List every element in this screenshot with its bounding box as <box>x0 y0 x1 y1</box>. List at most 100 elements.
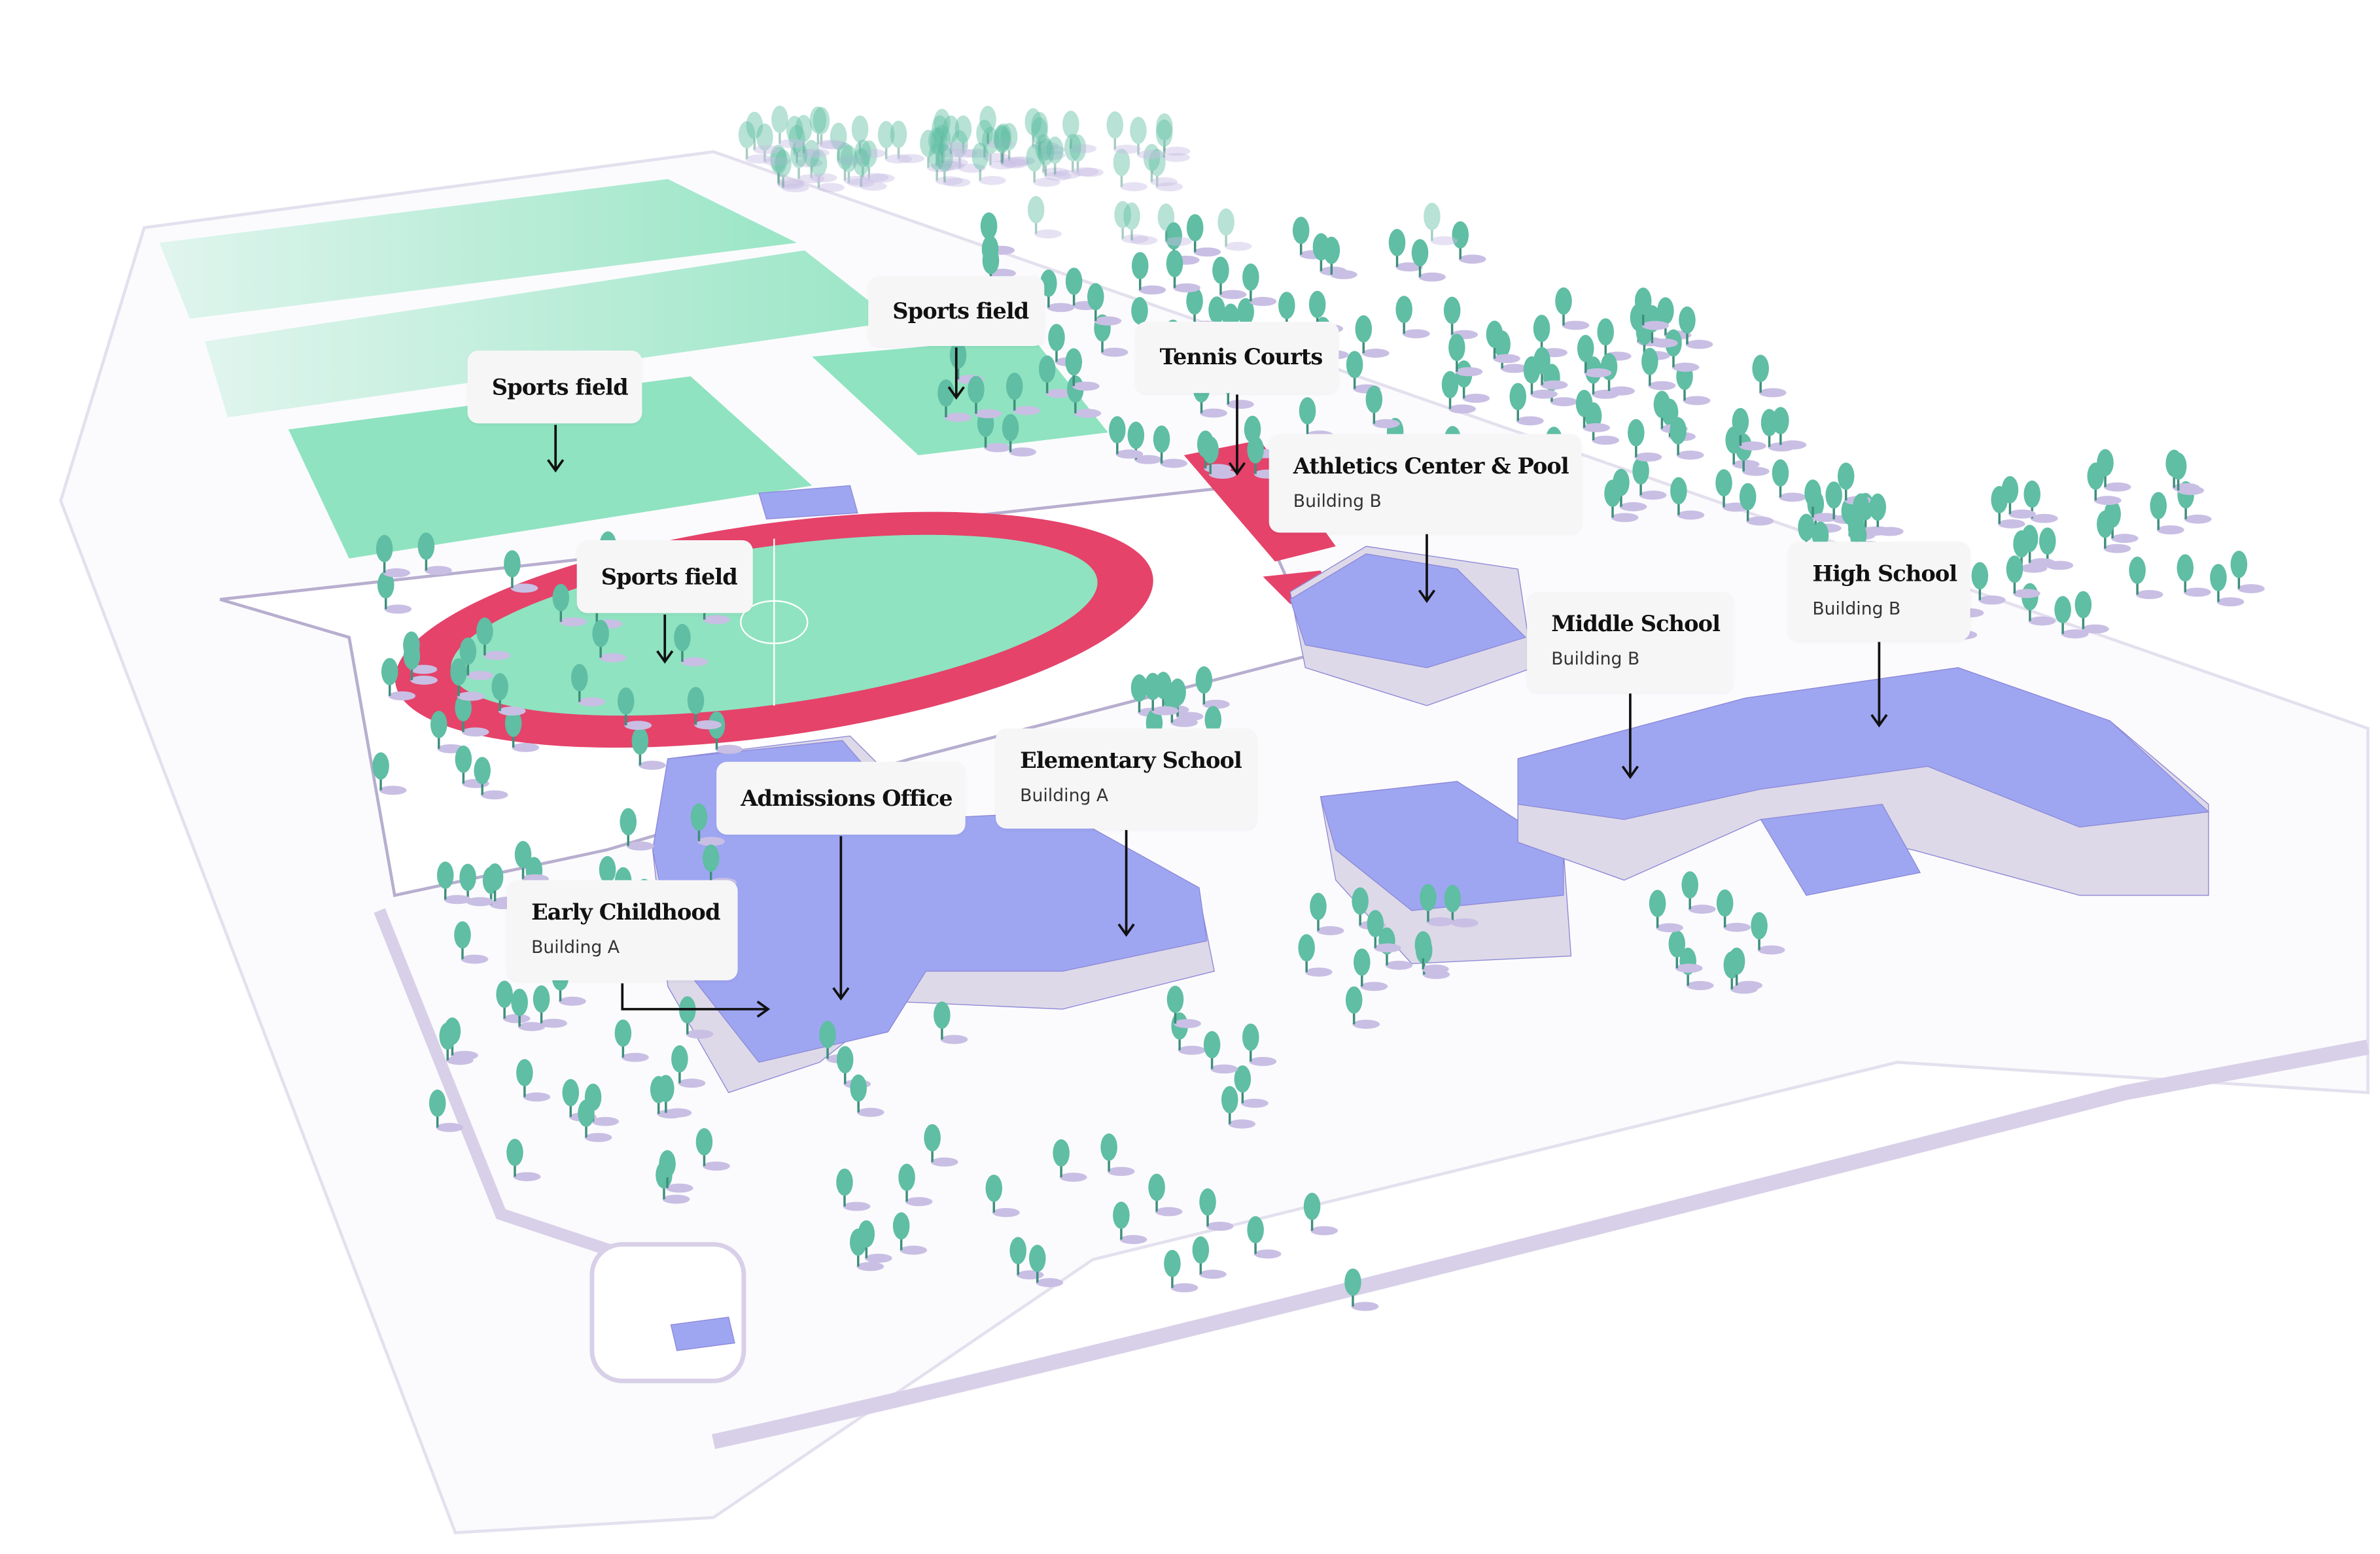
tree <box>851 115 886 158</box>
tree <box>1367 910 1401 953</box>
tree <box>1035 134 1070 177</box>
tree <box>1414 931 1449 974</box>
tree <box>1199 1188 1234 1231</box>
tree <box>1772 407 1807 450</box>
tree <box>1649 889 1684 933</box>
tree <box>788 125 823 167</box>
tree <box>2129 557 2163 600</box>
tree <box>809 106 844 149</box>
tree <box>934 124 968 167</box>
tree <box>1728 947 1763 990</box>
tree <box>1064 133 1099 177</box>
label-title: Early Childhood <box>531 899 720 926</box>
tree <box>928 127 963 170</box>
label-tennis-courts[interactable]: Tennis Courts <box>1135 321 1339 393</box>
tree <box>671 1045 706 1088</box>
tree <box>786 116 821 159</box>
tree <box>1444 885 1479 927</box>
tree <box>810 149 845 192</box>
tree <box>1155 119 1191 162</box>
tree <box>1420 884 1454 927</box>
tree <box>372 752 407 795</box>
tree <box>1046 136 1081 179</box>
tree <box>1298 934 1333 977</box>
tree <box>1455 360 1490 403</box>
tree <box>1739 483 1774 526</box>
label-title: Athletics Center & Pool <box>1293 453 1569 480</box>
tree <box>1087 283 1122 326</box>
tree <box>1751 912 1785 955</box>
tree <box>993 124 1028 167</box>
tree <box>1038 355 1074 398</box>
tree <box>860 140 895 183</box>
tree <box>1028 1245 1064 1288</box>
tree <box>1242 1023 1277 1066</box>
tree <box>994 126 1028 169</box>
tree <box>1157 203 1192 247</box>
tree <box>982 127 1017 169</box>
tree <box>890 120 924 164</box>
tree <box>1752 354 1787 398</box>
tree <box>1355 315 1390 358</box>
tree <box>1509 383 1544 426</box>
tree <box>954 115 989 158</box>
label-sports-field-track[interactable]: Sports field <box>576 540 753 613</box>
tree <box>1323 236 1357 279</box>
tree <box>1597 318 1632 361</box>
tree <box>1354 948 1388 992</box>
tree <box>1027 196 1062 239</box>
tree <box>769 145 805 188</box>
tree <box>1221 1086 1256 1129</box>
label-admissions-office[interactable]: Admissions Office <box>716 761 966 835</box>
tree <box>496 980 531 1024</box>
tree <box>439 1022 474 1065</box>
tree <box>920 130 954 173</box>
label-title: Elementary School <box>1020 748 1242 774</box>
tree <box>1247 1216 1282 1259</box>
label-title: Sports field <box>491 373 629 400</box>
tree <box>830 122 865 165</box>
tree <box>771 105 806 148</box>
tree <box>877 120 913 164</box>
tree <box>429 1089 464 1132</box>
tree <box>1144 672 1179 716</box>
tree <box>1040 269 1075 313</box>
tree <box>770 147 805 190</box>
tree <box>1772 459 1806 502</box>
tree <box>1166 250 1200 293</box>
label-sports-field-north[interactable]: Sports field <box>868 276 1045 347</box>
tree <box>1443 296 1479 339</box>
tree <box>1411 239 1446 282</box>
label-sports-field-baseball[interactable]: Sports field <box>467 350 642 424</box>
tree <box>476 617 511 661</box>
tree <box>852 148 887 191</box>
tree <box>898 1164 933 1207</box>
tree <box>1156 113 1191 156</box>
tree <box>1195 666 1230 709</box>
tree <box>1424 203 1458 246</box>
tree <box>2087 462 2122 506</box>
tree <box>455 694 489 737</box>
tree <box>1109 416 1144 459</box>
tree <box>1100 1133 1135 1177</box>
tree <box>377 571 412 614</box>
tree <box>2150 492 2184 535</box>
tree <box>2013 530 2048 573</box>
tree <box>1217 208 1252 251</box>
fields <box>159 179 1336 748</box>
tree <box>578 1099 612 1143</box>
tree <box>795 114 830 158</box>
tree <box>657 1075 692 1118</box>
tree <box>1069 134 1104 177</box>
tree <box>1441 371 1476 414</box>
tree <box>695 1128 730 1171</box>
tree <box>2169 452 2205 495</box>
tree <box>1365 385 1400 428</box>
tree <box>1031 117 1066 160</box>
